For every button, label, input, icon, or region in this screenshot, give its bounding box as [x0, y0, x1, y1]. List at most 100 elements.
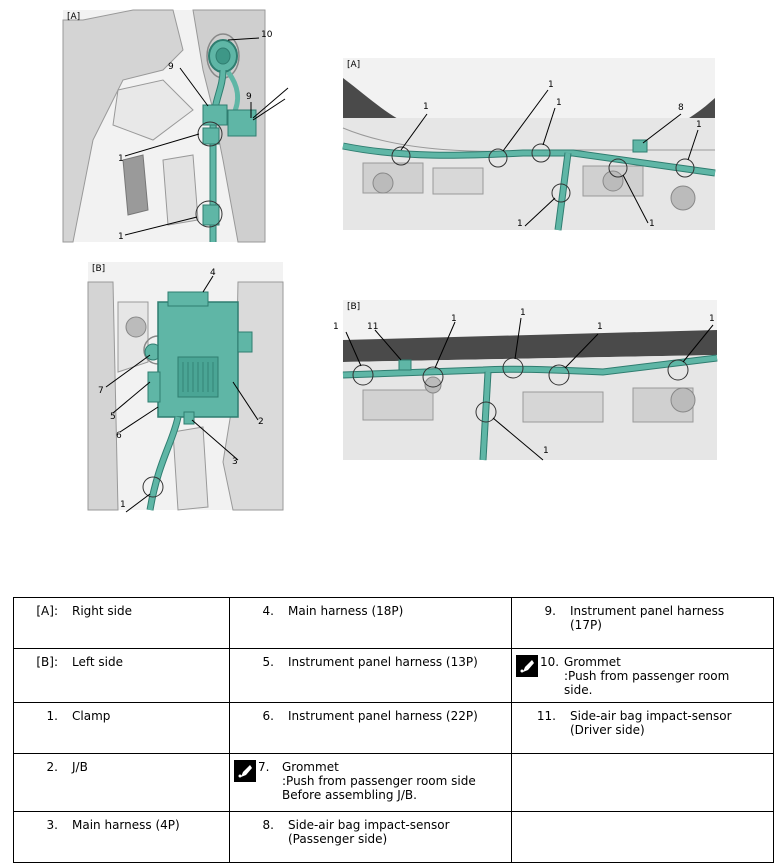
figure-a-right-side-vertical: [A] 10 9 9 1 1 — [62, 9, 289, 243]
legend-number: 1. — [46, 709, 58, 723]
callout-8: 8 — [678, 103, 684, 113]
callout-6: 6 — [116, 431, 122, 441]
figure-b-left-side-vertical: [B] 4 7 5 6 2 3 1 — [87, 262, 284, 513]
legend-text: Main harness (4P) — [72, 818, 180, 832]
legend-cell — [511, 753, 774, 812]
legend-entry: 2. J/B — [18, 760, 225, 774]
legend-cell: 5. Instrument panel harness (13P) — [229, 648, 512, 703]
legend-entry: 9. Instrument panel harness (17P) — [516, 604, 769, 632]
warning-icon — [516, 655, 538, 677]
callout-2: 2 — [258, 417, 264, 427]
legend-cell: [B]: Left side — [13, 648, 230, 703]
legend-cell — [511, 811, 774, 863]
callout-10: 10 — [261, 30, 273, 40]
legend-text: J/B — [72, 760, 88, 774]
callout-1-c: 1 — [556, 98, 562, 108]
legend-number: 3. — [46, 818, 58, 832]
legend-row: 1. Clamp 6. Instrument panel harness (22P) 1… — [13, 702, 774, 754]
legend-cell: 10. Grommet :Push from passenger room sid… — [511, 648, 774, 703]
figure-a-vertical-drawing — [62, 9, 289, 243]
callout-9-left: 9 — [168, 62, 174, 72]
legend-cell: 6. Instrument panel harness (22P) — [229, 702, 512, 754]
legend-entry: 5. Instrument panel harness (13P) — [234, 655, 507, 669]
legend-entry: 8. Side-air bag impact-sensor (Passenger … — [234, 818, 507, 846]
legend-cell: 2. J/B — [13, 753, 230, 812]
legend-text: Side-air bag impact-sensor (Driver side) — [570, 709, 732, 737]
legend-text: Grommet :Push from passenger room side. — [564, 655, 730, 697]
callout-1-d: 1 — [696, 120, 702, 130]
legend-number: [B]: — [36, 655, 58, 669]
legend-number: 9. — [544, 604, 556, 618]
legend-row: 3. Main harness (4P) 8. Side-air bag impact… — [13, 811, 774, 863]
legend-number: 7. — [258, 760, 270, 774]
figure-tag: [A] — [67, 12, 81, 22]
legend-number: 8. — [262, 818, 274, 832]
legend-entry: [B]: Left side — [18, 655, 225, 669]
callout-1-b: 1 — [451, 314, 457, 324]
figure-tag: [B] — [347, 302, 361, 312]
legend-entry: 6. Instrument panel harness (22P) — [234, 709, 507, 723]
figure-tag: [B] — [92, 264, 106, 274]
figure-b-vertical-drawing — [87, 275, 284, 513]
legend-entry: 4. Main harness (18P) — [234, 604, 507, 618]
callout-1-c: 1 — [520, 308, 526, 318]
legend-number: 2. — [46, 760, 58, 774]
legend-cell: 11. Side-air bag impact-sensor (Driver si… — [511, 702, 774, 754]
legend-row: [B]: Left side 5. Instrument panel harness … — [13, 648, 774, 703]
warning-icon — [234, 760, 256, 782]
callout-1-e: 1 — [517, 219, 523, 229]
legend-text: Instrument panel harness (17P) — [570, 604, 725, 632]
callout-11: 11 — [367, 322, 379, 332]
legend-text: Left side — [72, 655, 123, 669]
legend-number: 11. — [536, 709, 556, 723]
legend-number: 5. — [262, 655, 274, 669]
callout-1: 1 — [120, 500, 126, 510]
callout-1-a: 1 — [423, 102, 429, 112]
legend-number: [A]: — [36, 604, 58, 618]
callout-3: 3 — [232, 457, 238, 467]
callout-1-f: 1 — [649, 219, 655, 229]
legend-cell: 9. Instrument panel harness (17P) — [511, 597, 774, 649]
callout-4: 4 — [210, 268, 216, 278]
legend-number: 4. — [262, 604, 274, 618]
legend-text: Main harness (18P) — [288, 604, 404, 618]
legend-text: Clamp — [72, 709, 111, 723]
callout-1-a: 1 — [333, 322, 339, 332]
legend-cell: 8. Side-air bag impact-sensor (Passenger … — [229, 811, 512, 863]
figure-a-right-side-horizontal: [A] 1 1 1 8 1 1 1 — [342, 58, 716, 231]
callout-1-d: 1 — [597, 322, 603, 332]
callout-7: 7 — [98, 386, 104, 396]
callout-1-lower: 1 — [118, 232, 124, 242]
figure-tag: [A] — [347, 60, 361, 70]
legend-text: Grommet :Push from passenger room side B… — [282, 760, 476, 802]
callout-5: 5 — [110, 412, 116, 422]
legend-entry: 3. Main harness (4P) — [18, 818, 225, 832]
callout-1-f: 1 — [543, 446, 549, 456]
callout-1-e: 1 — [709, 314, 715, 324]
legend-cell: 1. Clamp — [13, 702, 230, 754]
legend-row: [A]: Right side 4. Main harness (18P) 9. Inst… — [13, 597, 774, 649]
legend-text: Instrument panel harness (13P) — [288, 655, 478, 669]
legend-cell: 4. Main harness (18P) — [229, 597, 512, 649]
legend-cell: 7. Grommet :Push from passenger room side… — [229, 753, 512, 812]
legend-text: Instrument panel harness (22P) — [288, 709, 478, 723]
callout-1-upper: 1 — [118, 154, 124, 164]
legend-row: 2. J/B 7. Grommet :Push from passenger room… — [13, 753, 774, 812]
legend-text: Right side — [72, 604, 132, 618]
legend-entry: 1. Clamp — [18, 709, 225, 723]
figure-a-horizontal-drawing — [342, 78, 716, 231]
legend-entry: 11. Side-air bag impact-sensor (Driver si… — [516, 709, 769, 737]
legend-entry: 10. Grommet :Push from passenger room sid… — [516, 655, 769, 697]
legend-cell: [A]: Right side — [13, 597, 230, 649]
callout-9-right: 9 — [246, 92, 252, 102]
legend-table: [A]: Right side 4. Main harness (18P) 9. Inst… — [13, 597, 774, 863]
legend-cell: 3. Main harness (4P) — [13, 811, 230, 863]
legend-text: Side-air bag impact-sensor (Passenger si… — [288, 818, 450, 846]
figure-b-horizontal-drawing — [342, 317, 718, 461]
legend-entry: [A]: Right side — [18, 604, 225, 618]
figure-b-left-side-horizontal: [B] 1 11 1 1 1 1 1 — [333, 300, 718, 461]
callout-1-b: 1 — [548, 80, 554, 90]
legend-number: 10. — [540, 655, 560, 669]
legend-entry: 7. Grommet :Push from passenger room side… — [234, 760, 507, 802]
legend-number: 6. — [262, 709, 274, 723]
